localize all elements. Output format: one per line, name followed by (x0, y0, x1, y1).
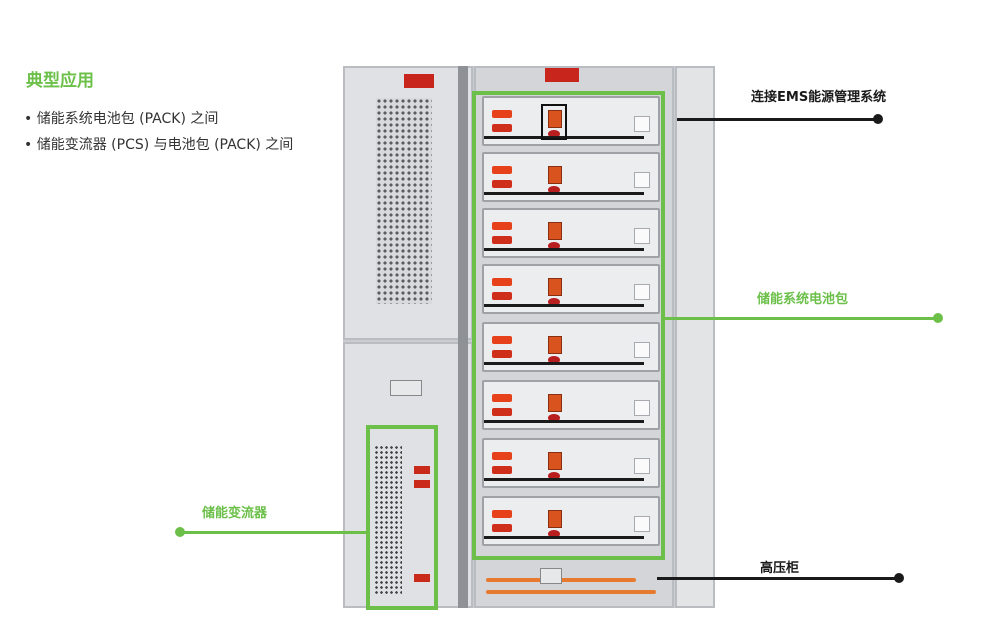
battery-module (482, 96, 660, 146)
application-list: 储能系统电池包 (PACK) 之间 储能变流器 (PCS) 与电池包 (PACK… (24, 106, 294, 158)
battery-module (482, 264, 660, 314)
ems-connector-highlight (541, 104, 567, 140)
battery-module (482, 208, 660, 258)
battery-module (482, 152, 660, 202)
callout-hv-cabinet-dot (894, 573, 904, 583)
callout-ems-line (677, 118, 877, 121)
warning-tag (404, 74, 434, 88)
battery-module (482, 322, 660, 372)
pcs-fan-grille (374, 445, 402, 595)
callout-ems-label: 连接EMS能源管理系统 (751, 90, 887, 105)
cabinet-door (675, 66, 715, 608)
section-title: 典型应用 (26, 71, 94, 91)
pcs-terminal (414, 574, 430, 582)
callout-ems-dot (873, 114, 883, 124)
battery-module (482, 438, 660, 488)
battery-module (482, 496, 660, 546)
hv-switch (540, 568, 562, 584)
breaker-panel (390, 380, 422, 396)
hv-cable (486, 590, 656, 594)
list-item: 储能系统电池包 (PACK) 之间 (24, 106, 293, 132)
battery-pack-highlight (472, 91, 665, 560)
callout-hv-cabinet-line (657, 577, 900, 580)
callout-hv-cabinet-label: 高压柜 (760, 561, 800, 576)
pcs-highlight (366, 425, 438, 610)
callout-pcs-line (180, 531, 368, 534)
callout-pcs-label: 储能变流器 (202, 506, 268, 521)
top-warning-tag (545, 68, 579, 82)
list-item: 储能变流器 (PCS) 与电池包 (PACK) 之间 (24, 132, 294, 158)
vent-grille (376, 98, 432, 304)
pcs-terminal (414, 466, 430, 474)
callout-battery-pack-dot (933, 313, 943, 323)
callout-battery-pack-label: 储能系统电池包 (757, 292, 849, 307)
battery-module (482, 380, 660, 430)
rack-rail (458, 66, 468, 608)
callout-battery-pack-line (663, 317, 938, 320)
callout-pcs-dot (175, 527, 185, 537)
pcs-terminal (414, 480, 430, 488)
